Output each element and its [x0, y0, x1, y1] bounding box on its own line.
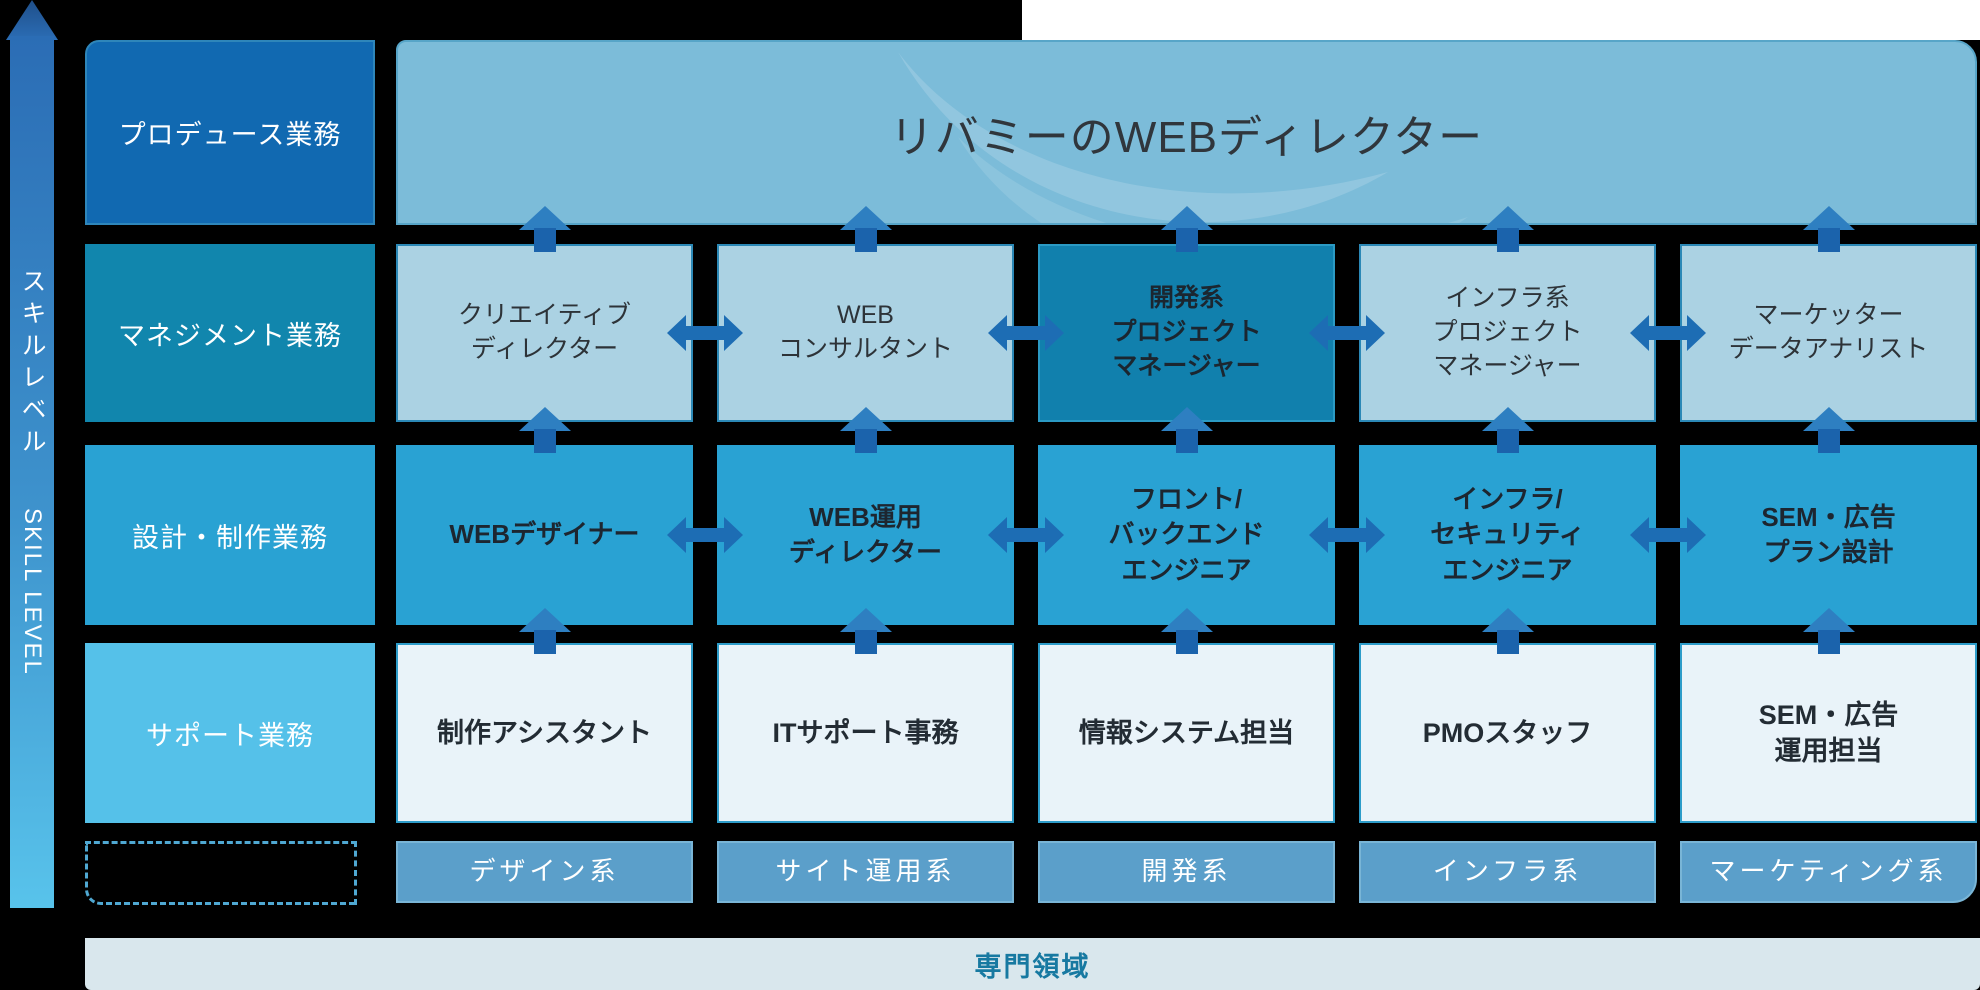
top-right-background-strip — [1022, 0, 1980, 40]
role-box-information-systems: 情報システム担当 — [1038, 643, 1335, 823]
double-arrow-icon — [988, 315, 1064, 351]
up-arrow-icon — [1481, 206, 1534, 252]
category-design: デザイン系 — [396, 841, 693, 903]
role-box-creative-director: クリエイティブ ディレクター — [396, 244, 693, 422]
footer-title: 専門領域 — [974, 951, 1091, 982]
banner-title: リバミーのWEBディレクター — [889, 112, 1484, 162]
management-row: クリエイティブ ディレクター WEB コンサルタント 開発系 プロジェクト マネ… — [396, 244, 1977, 422]
footer-banner: 専門領域 — [85, 938, 1980, 990]
double-arrow-icon — [667, 517, 743, 553]
up-arrow-icon — [518, 608, 571, 654]
role-box-dev-project-manager: 開発系 プロジェクト マネージャー — [1038, 244, 1335, 422]
role-box-front-backend-engineer: フロント/ バックエンド エンジニア — [1038, 445, 1335, 625]
empty-dashed-cell — [85, 841, 357, 905]
role-box-production-assistant: 制作アシスタント — [396, 643, 693, 823]
design-production-row: WEBデザイナー WEB運用 ディレクター フロント/ バックエンド エンジニア… — [396, 445, 1977, 625]
up-arrow-icon — [1481, 608, 1534, 654]
role-box-sem-ad-planning: SEM・広告 プラン設計 — [1680, 445, 1977, 625]
role-box-pmo-staff: PMOスタッフ — [1359, 643, 1656, 823]
up-arrow-icon — [1802, 608, 1855, 654]
main-banner: リバミーのWEBディレクター — [396, 40, 1977, 225]
support-row: 制作アシスタント ITサポート事務 情報システム担当 PMOスタッフ SEM・広… — [396, 643, 1977, 823]
double-arrow-icon — [988, 517, 1064, 553]
up-arrow-band-support-to-design — [396, 608, 1977, 654]
up-arrow-icon — [839, 206, 892, 252]
double-arrow-icon — [1309, 517, 1385, 553]
category-site-operation: サイト運用系 — [717, 841, 1014, 903]
row-label-management: マネジメント業務 — [85, 244, 375, 422]
role-box-marketer-data-analyst: マーケッター データアナリスト — [1680, 244, 1977, 422]
double-arrow-icon — [1309, 315, 1385, 351]
row-label-design-production: 設計・制作業務 — [85, 445, 375, 625]
double-arrow-icon — [1630, 315, 1706, 351]
axis-shaft: スキルレベル SKILL LEVEL — [10, 36, 54, 908]
role-box-it-support-clerk: ITサポート事務 — [717, 643, 1014, 823]
double-arrow-icon — [667, 315, 743, 351]
axis-label-english: SKILL LEVEL — [19, 508, 46, 676]
role-box-infra-security-engineer: インフラ/ セキュリティ エンジニア — [1359, 445, 1656, 625]
up-arrow-icon — [1481, 407, 1534, 453]
skill-level-axis: スキルレベル SKILL LEVEL — [6, 0, 58, 908]
specialty-category-row: デザイン系 サイト運用系 開発系 インフラ系 マーケティング系 — [396, 841, 1977, 903]
up-arrow-icon — [839, 608, 892, 654]
axis-label-japanese: スキルレベル — [18, 268, 46, 461]
up-arrow-band-design-to-management — [396, 407, 1977, 453]
up-arrow-icon — [1160, 206, 1213, 252]
up-arrow-icon — [1160, 407, 1213, 453]
row-label-produce: プロデュース業務 — [85, 40, 375, 225]
up-arrow-icon — [1802, 206, 1855, 252]
role-box-infra-project-manager: インフラ系 プロジェクト マネージャー — [1359, 244, 1656, 422]
row-label-support: サポート業務 — [85, 643, 375, 823]
role-box-web-operations-director: WEB運用 ディレクター — [717, 445, 1014, 625]
role-box-web-consultant: WEB コンサルタント — [717, 244, 1014, 422]
double-arrow-icon — [1630, 517, 1706, 553]
category-infrastructure: インフラ系 — [1359, 841, 1656, 903]
axis-arrowhead-icon — [6, 0, 58, 40]
up-arrow-icon — [839, 407, 892, 453]
category-marketing: マーケティング系 — [1680, 841, 1977, 903]
role-box-web-designer: WEBデザイナー — [396, 445, 693, 625]
up-arrow-icon — [518, 206, 571, 252]
up-arrow-icon — [1802, 407, 1855, 453]
swoosh-watermark-icon — [898, 52, 1468, 223]
category-development: 開発系 — [1038, 841, 1335, 903]
up-arrow-icon — [1160, 608, 1213, 654]
up-arrow-icon — [518, 407, 571, 453]
role-box-sem-ad-operation: SEM・広告 運用担当 — [1680, 643, 1977, 823]
up-arrow-band-management-to-produce — [396, 206, 1977, 252]
